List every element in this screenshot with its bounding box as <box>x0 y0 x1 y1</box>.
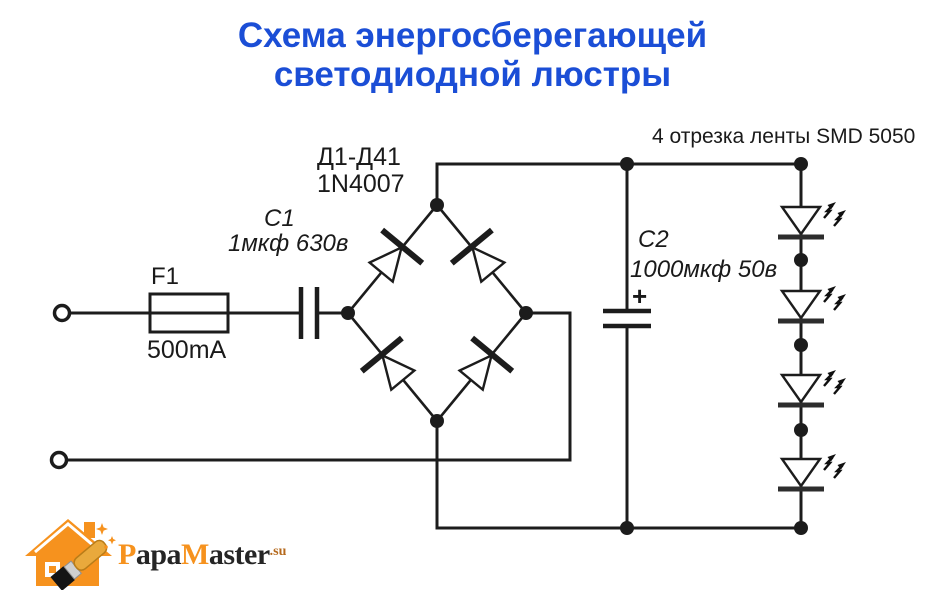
c2-ref-label: C2 <box>638 226 669 253</box>
negative-rail <box>435 421 801 530</box>
diode-2 <box>452 230 513 289</box>
bridge-part-label: 1N4007 <box>317 170 405 198</box>
logo-letter-p: P <box>118 538 136 571</box>
capacitor-c1-symbol <box>298 287 348 339</box>
led-3 <box>778 370 846 405</box>
diode-bridge <box>346 204 528 422</box>
page-title-line2: светодиодной люстры <box>273 55 672 95</box>
input-terminal-bottom <box>49 450 69 470</box>
logo-letter-m: M <box>181 538 209 571</box>
led-strip-note: 4 отрезка ленты SMD 5050 <box>652 125 916 148</box>
logo-house-icon <box>25 519 116 590</box>
diode-1 <box>361 230 422 289</box>
led-1 <box>778 202 846 237</box>
led-2 <box>778 286 846 321</box>
led-4 <box>778 454 846 489</box>
sparkle-icons <box>96 523 116 549</box>
bridge-ref-label: Д1-Д41 <box>317 143 401 171</box>
logo-text-apa: apa <box>135 538 182 571</box>
ac-return-wire <box>67 311 572 462</box>
diode-3 <box>362 338 423 397</box>
fuse-value-label: 500mA <box>147 336 227 364</box>
diode-4 <box>451 338 512 397</box>
c2-value-label: 1000мкф 50в <box>630 256 778 283</box>
c1-value-label: 1мкф 630в <box>228 230 349 257</box>
logo-text: PapaMaster.su <box>118 538 286 572</box>
led-string <box>778 164 846 528</box>
paintbrush-icon <box>50 539 108 590</box>
capacitor-c2-symbol <box>603 164 651 528</box>
logo: PapaMaster.su <box>22 514 322 590</box>
fuse-ref-label: F1 <box>151 263 180 290</box>
page-title-line1: Схема энергосберегающей <box>237 16 708 55</box>
fuse-symbol <box>148 292 230 334</box>
input-terminal-top <box>52 303 72 323</box>
c2-polarity-label: + <box>632 281 648 311</box>
page-title: Схема энергосберегающей светодиодной люс… <box>0 16 945 94</box>
logo-domain: .su <box>269 544 287 559</box>
junction-dots <box>341 157 808 535</box>
positive-rail <box>435 162 801 205</box>
c1-ref-label: C1 <box>264 205 295 232</box>
logo-text-aster: aster <box>208 538 270 571</box>
